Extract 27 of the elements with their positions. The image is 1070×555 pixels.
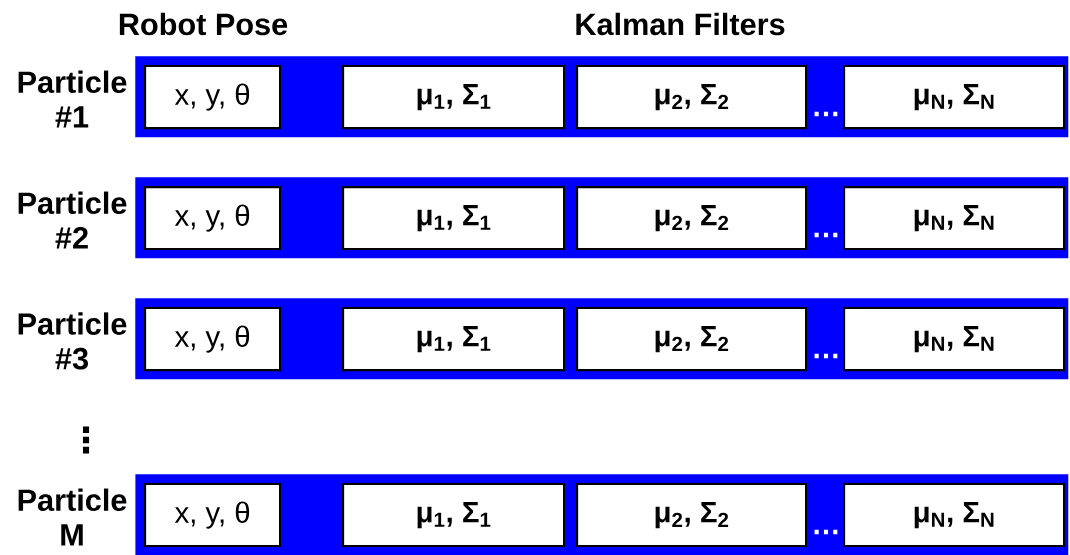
filter-cell: μ$_{N}$, Σ$_{N}$ [843, 186, 1066, 251]
filter-cell: μ$_{N}$, Σ$_{N}$ [843, 483, 1066, 548]
ellipsis: … [814, 111, 838, 117]
pose-cell: x, y, θ [144, 65, 282, 130]
pose-cell: x, y, θ [144, 483, 282, 548]
filter-cell: μ$_{2}$, Σ$_{2}$ [576, 186, 808, 251]
filter-cell: μ$_{1}$, Σ$_{1}$ [342, 483, 566, 548]
ellipsis: … [814, 353, 838, 359]
filter-cell: μ$_{1}$, Σ$_{1}$ [342, 307, 566, 372]
filter-cell: μ$_{2}$, Σ$_{2}$ [576, 483, 808, 548]
filter-cell: μ$_{1}$, Σ$_{1}$ [342, 186, 566, 251]
particle-label: Particle #2 [18, 191, 127, 249]
filter-cell: μ$_{N}$, Σ$_{N}$ [843, 65, 1066, 130]
ellipsis: … [814, 529, 838, 535]
filter-cell: μ$_{N}$, Σ$_{N}$ [843, 307, 1066, 372]
column-heading: Robot Pose [119, 12, 288, 36]
ellipsis: … [814, 232, 838, 238]
filter-cell: μ$_{2}$, Σ$_{2}$ [576, 307, 808, 372]
filter-cell: μ$_{1}$, Σ$_{1}$ [342, 65, 566, 130]
pose-cell: x, y, θ [144, 307, 282, 372]
particle-label: Particle M [18, 488, 127, 546]
vertical-ellipsis: ⋮ [82, 426, 90, 454]
filter-cell: μ$_{2}$, Σ$_{2}$ [576, 65, 808, 130]
particle-label: Particle #1 [18, 70, 127, 128]
pose-cell: x, y, θ [144, 186, 282, 251]
particle-label: Particle #3 [18, 312, 127, 370]
column-heading: Kalman Filters [576, 12, 785, 36]
